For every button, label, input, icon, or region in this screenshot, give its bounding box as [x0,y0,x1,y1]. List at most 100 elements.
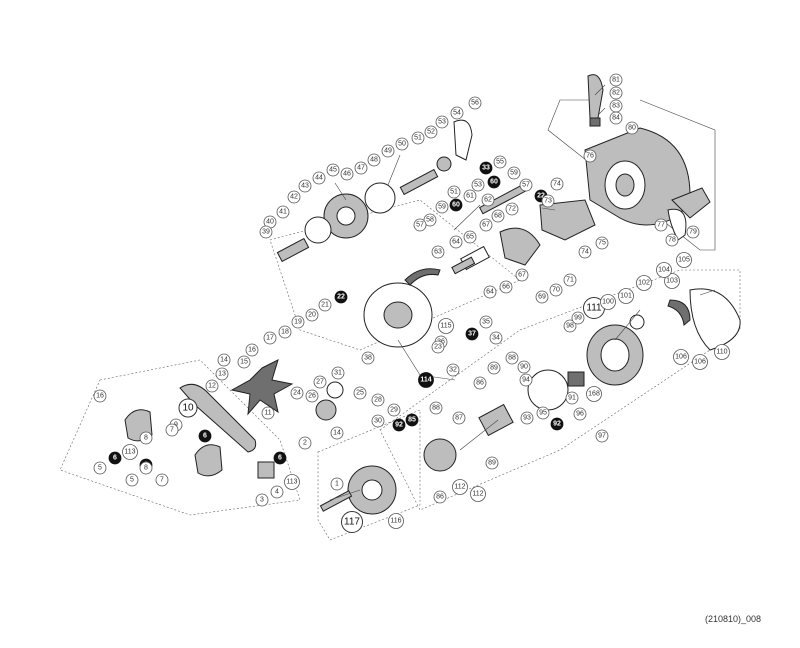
callout-number: 8 [144,465,148,472]
callout-number: 6 [113,455,117,462]
callout-8: 8 [139,461,153,475]
callout-41: 41 [276,205,290,219]
callout-circle [278,325,292,339]
callout-21: 21 [318,298,332,312]
callout-circle [155,473,169,487]
callout-103: 103 [664,273,680,289]
callout-number: 95 [539,410,547,417]
callout-number: 99 [574,315,582,322]
callout-50: 50 [395,137,409,151]
callout-91: 91 [565,391,579,405]
callout-53: 53 [435,115,449,129]
callout-72: 72 [505,202,519,216]
callout-circle [517,360,531,374]
callout-102: 102 [636,275,652,291]
callout-46: 46 [340,167,354,181]
callout-circle [563,319,577,333]
callout-number: 61 [466,193,474,200]
callout-circle [198,429,212,443]
callout-number: 41 [279,209,287,216]
callout-92: 92 [392,418,406,432]
callout-circle [270,485,284,499]
callout-circle [108,451,122,465]
callout-7: 7 [155,473,169,487]
callout-circle [387,403,401,417]
callout-98: 98 [563,319,577,333]
callout-number: 28 [374,397,382,404]
callout-74: 74 [578,245,592,259]
level-wind-plate [453,119,473,161]
callout-circle [505,202,519,216]
callout-115: 115 [438,318,454,334]
callout-number: 67 [518,272,526,279]
callout-90: 90 [517,360,531,374]
callout-33: 33 [479,161,493,175]
callout-number: 75 [598,240,606,247]
callout-circle [586,386,602,402]
callout-number: 60 [452,202,460,209]
callout-number: 46 [343,171,351,178]
callout-64: 64 [483,285,497,299]
callout-circle [449,198,463,212]
callout-number: 7 [170,427,174,434]
callout-number: 94 [522,377,530,384]
brake-dial-face [689,288,741,351]
callout-number: 33 [482,165,490,172]
callout-number: 22 [337,294,345,301]
callout-24: 24 [290,386,304,400]
callout-circle [499,280,513,294]
callout-circle [334,290,348,304]
callout-12: 12 [205,379,219,393]
callout-83: 83 [609,99,623,113]
clicker-spring [404,268,441,286]
callout-number: 56 [471,100,479,107]
callout-circle [435,115,449,129]
callout-circle [487,361,501,375]
callout-79: 79 [686,225,700,239]
callout-number: 115 [440,323,451,330]
callout-number: 29 [390,407,398,414]
callout-circle [326,163,340,177]
callout-number: 14 [220,357,228,364]
callout-6: 6 [273,451,287,465]
callout-circle [470,486,486,502]
callout-number: 45 [329,167,337,174]
callout-number: 89 [488,460,496,467]
callout-circle [507,166,521,180]
callout-circle [654,218,668,232]
callout-71: 71 [563,273,577,287]
callout-57: 57 [519,178,533,192]
callout-circle [565,391,579,405]
callout-112: 112 [470,486,486,502]
callout-circle [361,351,375,365]
callout-104: 104 [656,262,672,278]
callout-number: 58 [426,217,434,224]
callout-14: 14 [330,426,344,440]
spool-section [315,268,441,515]
callout-circle [479,161,493,175]
callout-105: 105 [676,252,692,268]
callout-circle [429,401,443,415]
callout-number: 12 [208,383,216,390]
callout-number: 50 [398,141,406,148]
callout-circle [686,225,700,239]
callout-113: 113 [284,474,300,490]
callout-48: 48 [367,153,381,167]
callout-circle [485,456,499,470]
callout-number: 65 [466,234,474,241]
callout-circle [535,290,549,304]
frame-inner-ring [615,173,635,197]
sideplate-section [423,288,741,472]
callout-19: 19 [291,315,305,329]
callout-82: 82 [609,86,623,100]
callout-number: 16 [248,347,256,354]
pinion-gear [436,156,452,172]
callout-64: 64 [449,235,463,249]
callout-8: 8 [139,431,153,445]
callout-74: 74 [550,177,564,191]
callout-95: 95 [536,406,550,420]
callout-circle [381,144,395,158]
callout-circle [331,366,345,380]
callout-circle [463,189,477,203]
callout-circle [636,275,652,291]
